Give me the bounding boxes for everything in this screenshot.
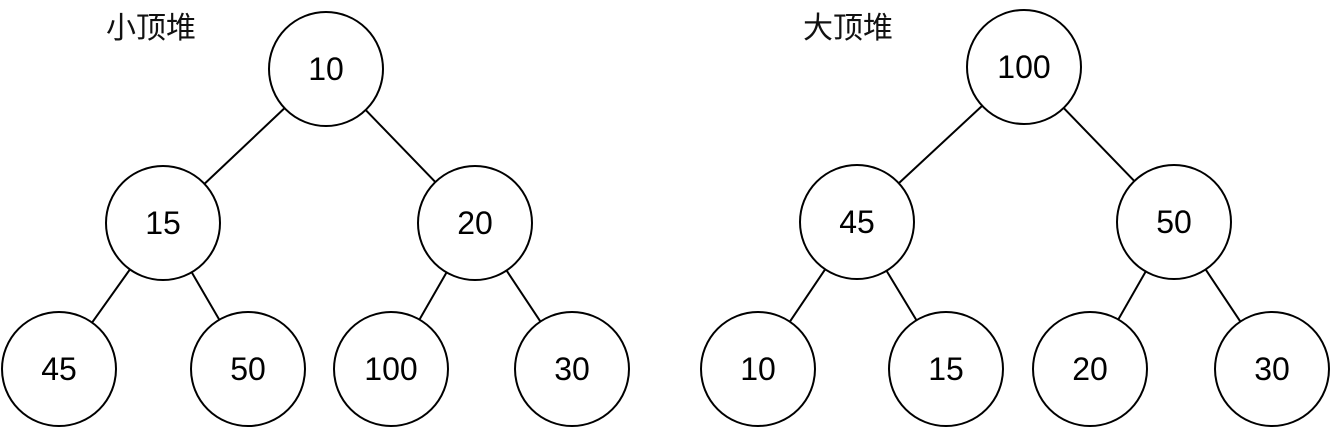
max-heap-node-value: 20 (1072, 351, 1108, 387)
min-heap-node-n6: 30 (514, 311, 630, 427)
max-heap-tree: 100 45 50 10 15 20 30 (700, 9, 1330, 427)
max-heap-node-circle (1032, 311, 1148, 427)
max-heap-node-circle (799, 164, 915, 280)
min-heap-node-value: 30 (554, 351, 590, 387)
min-heap-node-value: 15 (145, 205, 181, 241)
min-heap-node-circle (105, 165, 221, 281)
min-heap-node-n0: 10 (268, 11, 384, 127)
max-heap-edge-n0-n2 (1062, 107, 1136, 182)
min-heap-node-value: 10 (308, 51, 344, 87)
max-heap-node-value: 10 (740, 351, 776, 387)
max-heap-node-n6: 30 (1214, 311, 1330, 427)
min-heap-node-n5: 100 (333, 311, 449, 427)
max-heap-edge-n0-n1 (898, 105, 983, 184)
max-heap-node-circle (1214, 311, 1330, 427)
max-heap-node-circle (1116, 164, 1232, 280)
max-heap-node-value: 50 (1156, 204, 1192, 240)
min-heap-node-value: 50 (230, 351, 266, 387)
min-heap-node-n4: 50 (190, 311, 306, 427)
max-heap-node-circle (888, 311, 1004, 427)
max-heap-node-circle (966, 9, 1082, 125)
max-heap-edge-n2-n5 (1117, 270, 1147, 321)
min-heap-edge-n0-n1 (203, 107, 286, 185)
min-heap-edge-n1-n4 (190, 271, 221, 321)
max-heap-node-circle (700, 311, 816, 427)
max-heap-node-n3: 10 (700, 311, 816, 427)
min-heap-node-value: 45 (41, 351, 77, 387)
min-heap-edge-n0-n2 (364, 109, 437, 183)
min-heap-edge-n2-n5 (418, 271, 448, 321)
max-heap-node-value: 45 (839, 204, 875, 240)
min-heap-tree: 10 15 20 45 50 100 30 (1, 11, 630, 427)
min-heap-node-circle (333, 311, 449, 427)
min-heap-node-circle (514, 311, 630, 427)
max-heap-node-n4: 15 (888, 311, 1004, 427)
max-heap-node-n0: 100 (966, 9, 1082, 125)
min-heap-node-n2: 20 (417, 165, 533, 281)
max-heap-edge-n2-n6 (1204, 268, 1242, 323)
min-heap-node-n3: 45 (1, 311, 117, 427)
min-heap-edge-n1-n3 (91, 268, 131, 324)
max-heap-node-value: 15 (928, 351, 964, 387)
max-heap-edge-n1-n4 (885, 270, 918, 321)
max-heap-node-n2: 50 (1116, 164, 1232, 280)
min-heap-node-n1: 15 (105, 165, 221, 281)
max-heap-title: 大顶堆 (803, 11, 893, 46)
min-heap-title: 小顶堆 (106, 11, 196, 46)
max-heap-node-n1: 45 (799, 164, 915, 280)
min-heap-node-circle (417, 165, 533, 281)
min-heap-node-value: 20 (457, 205, 493, 241)
min-heap-edge-n2-n6 (505, 269, 542, 323)
min-heap-node-value: 100 (364, 351, 417, 387)
max-heap-node-n5: 20 (1032, 311, 1148, 427)
min-heap-node-circle (1, 311, 117, 427)
max-heap-edge-n1-n3 (789, 268, 826, 323)
max-heap-node-value: 30 (1254, 351, 1290, 387)
min-heap-node-circle (190, 311, 306, 427)
min-heap-node-circle (268, 11, 384, 127)
max-heap-node-value: 100 (997, 49, 1050, 85)
